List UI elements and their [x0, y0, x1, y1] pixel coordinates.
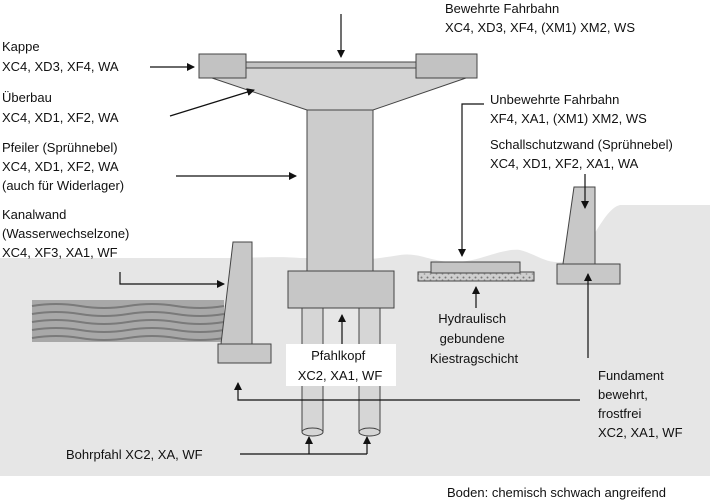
arrow-kanalwand: [119, 272, 225, 288]
label-bohrpfahl: Bohrpfahl XC2, XA, WF: [66, 447, 203, 462]
label-kanalwand: Kanalwand (Wasserwechselzone) XC4, XF3, …: [2, 207, 133, 260]
noise-barrier-wall: [562, 186, 596, 265]
fundament-line: [234, 382, 580, 401]
label-pfeiler: Pfeiler (Sprühnebel) XC4, XD1, XF2, WA (…: [2, 140, 124, 193]
pile-cap: [287, 270, 395, 309]
label-ueberbau: Überbau XC4, XD1, XF2, WA: [2, 90, 119, 125]
label-kiestragschicht: Hydraulisch gebundene Kiestragschicht: [430, 311, 519, 366]
label-unbewehrte-fahrbahn: Unbewehrte Fahrbahn XF4, XA1, (XM1) XM2,…: [490, 92, 647, 126]
canal-water: [31, 300, 225, 342]
reinforced-deck: [245, 61, 417, 69]
arrow-ueberbau: [169, 88, 255, 117]
cap-right: [415, 53, 478, 79]
pier: [306, 109, 374, 272]
label-kappe: Kappe XC4, XD3, XF4, WA: [2, 39, 119, 74]
label-fundament: Fundament bewehrt, frostfrei XC2, XA1, W…: [598, 368, 683, 440]
label-pfahlkopf: Pfahlkopf XC2, XA1, WF: [298, 348, 383, 383]
arrow-unbewehrte-fahrbahn: [458, 103, 484, 257]
label-bewehrte-fahrbahn: Bewehrte Fahrbahn XC4, XD3, XF4, (XM1) X…: [445, 1, 635, 35]
label-boden: Boden: chemisch schwach angreifend: [447, 485, 666, 500]
cap-left: [198, 53, 247, 79]
unreinforced-road: [430, 261, 521, 274]
pfahlkopf-label-bg: [286, 344, 396, 386]
label-schallschutzwand: Schallschutzwand (Sprühnebel) XC4, XD1, …: [490, 137, 676, 171]
canal-wall-footing: [217, 343, 272, 364]
